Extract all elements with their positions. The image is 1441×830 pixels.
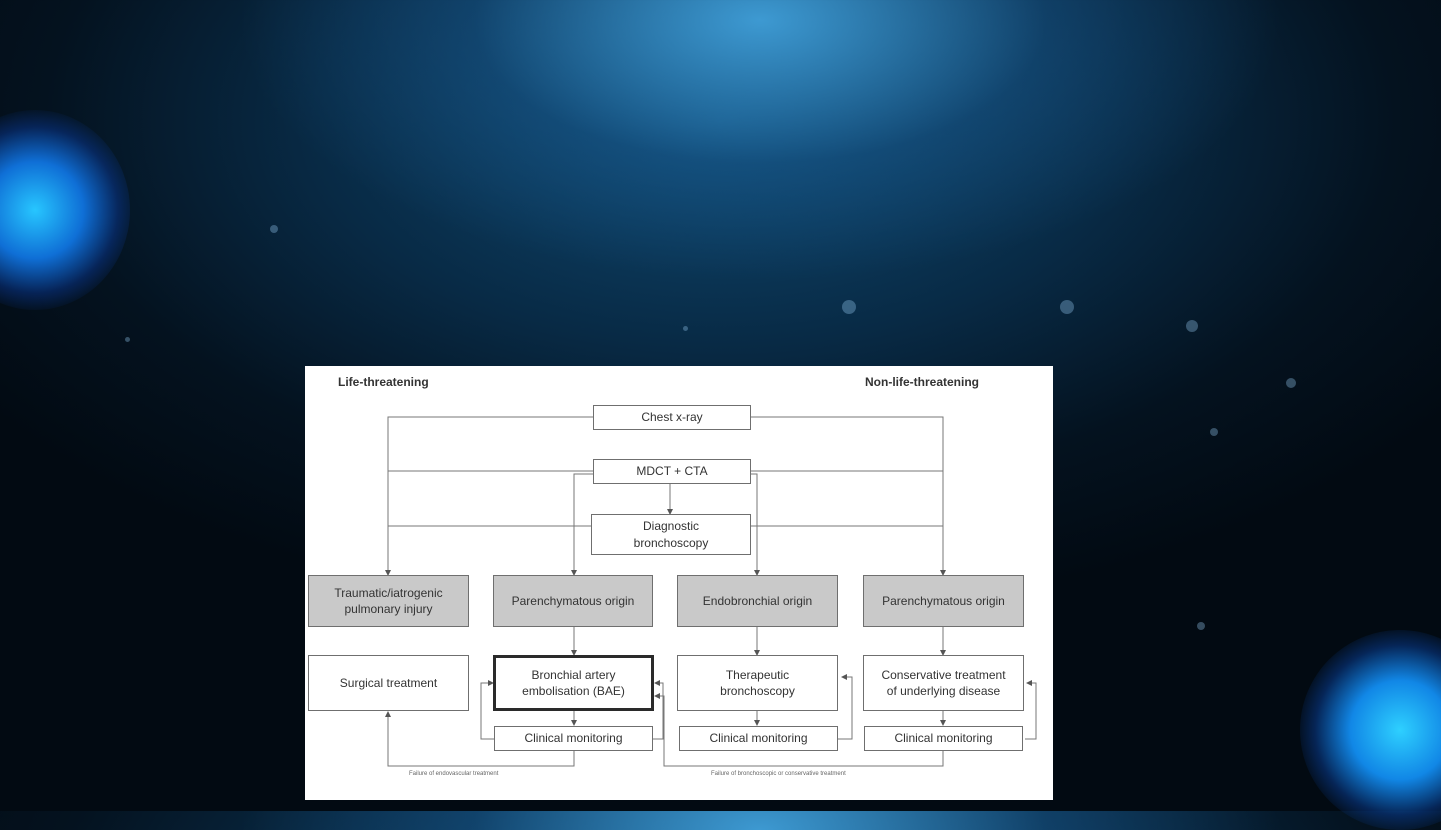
background-speck <box>1186 320 1198 332</box>
background-glow-left <box>0 110 130 310</box>
life-threatening-title: Life-threatening <box>338 375 429 389</box>
failure-endovascular-note: Failure of endovascular treatment <box>409 771 499 777</box>
background-glow-right <box>1300 630 1441 830</box>
background-speck <box>842 300 856 314</box>
therapeutic-bronchoscopy-box: Therapeutic bronchoscopy <box>677 655 838 711</box>
surgical-treatment-box: Surgical treatment <box>308 655 469 711</box>
background-speck <box>1060 300 1074 314</box>
clinical-monitoring-3-box: Clinical monitoring <box>864 726 1023 751</box>
conservative-treatment-box: Conservative treatment of underlying dis… <box>863 655 1024 711</box>
parenchymatous-origin-left-box: Parenchymatous origin <box>493 575 653 627</box>
endobronchial-origin-box: Endobronchial origin <box>677 575 838 627</box>
background-speck <box>270 225 278 233</box>
background-speck <box>1286 378 1296 388</box>
parenchymatous-origin-right-box: Parenchymatous origin <box>863 575 1024 627</box>
failure-bronchoscopic-note: Failure of bronchoscopic or conservative… <box>711 771 846 777</box>
chest-xray-box: Chest x-ray <box>593 405 751 430</box>
clinical-monitoring-1-box: Clinical monitoring <box>494 726 653 751</box>
background-speck <box>125 337 130 342</box>
traumatic-injury-box: Traumatic/iatrogenic pulmonary injury <box>308 575 469 627</box>
non-life-threatening-title: Non-life-threatening <box>865 375 979 389</box>
diagnostic-bronchoscopy-box: Diagnostic bronchoscopy <box>591 514 751 555</box>
flowchart-panel: Life-threatening Non-life-threatening Ch… <box>305 366 1053 800</box>
mdct-cta-box: MDCT + CTA <box>593 459 751 484</box>
background-speck <box>1197 622 1205 630</box>
background-speck <box>1210 428 1218 436</box>
background-speck <box>683 326 688 331</box>
bae-box: Bronchial artery embolisation (BAE) <box>493 655 654 711</box>
clinical-monitoring-2-box: Clinical monitoring <box>679 726 838 751</box>
flowchart-connectors <box>385 416 1037 767</box>
